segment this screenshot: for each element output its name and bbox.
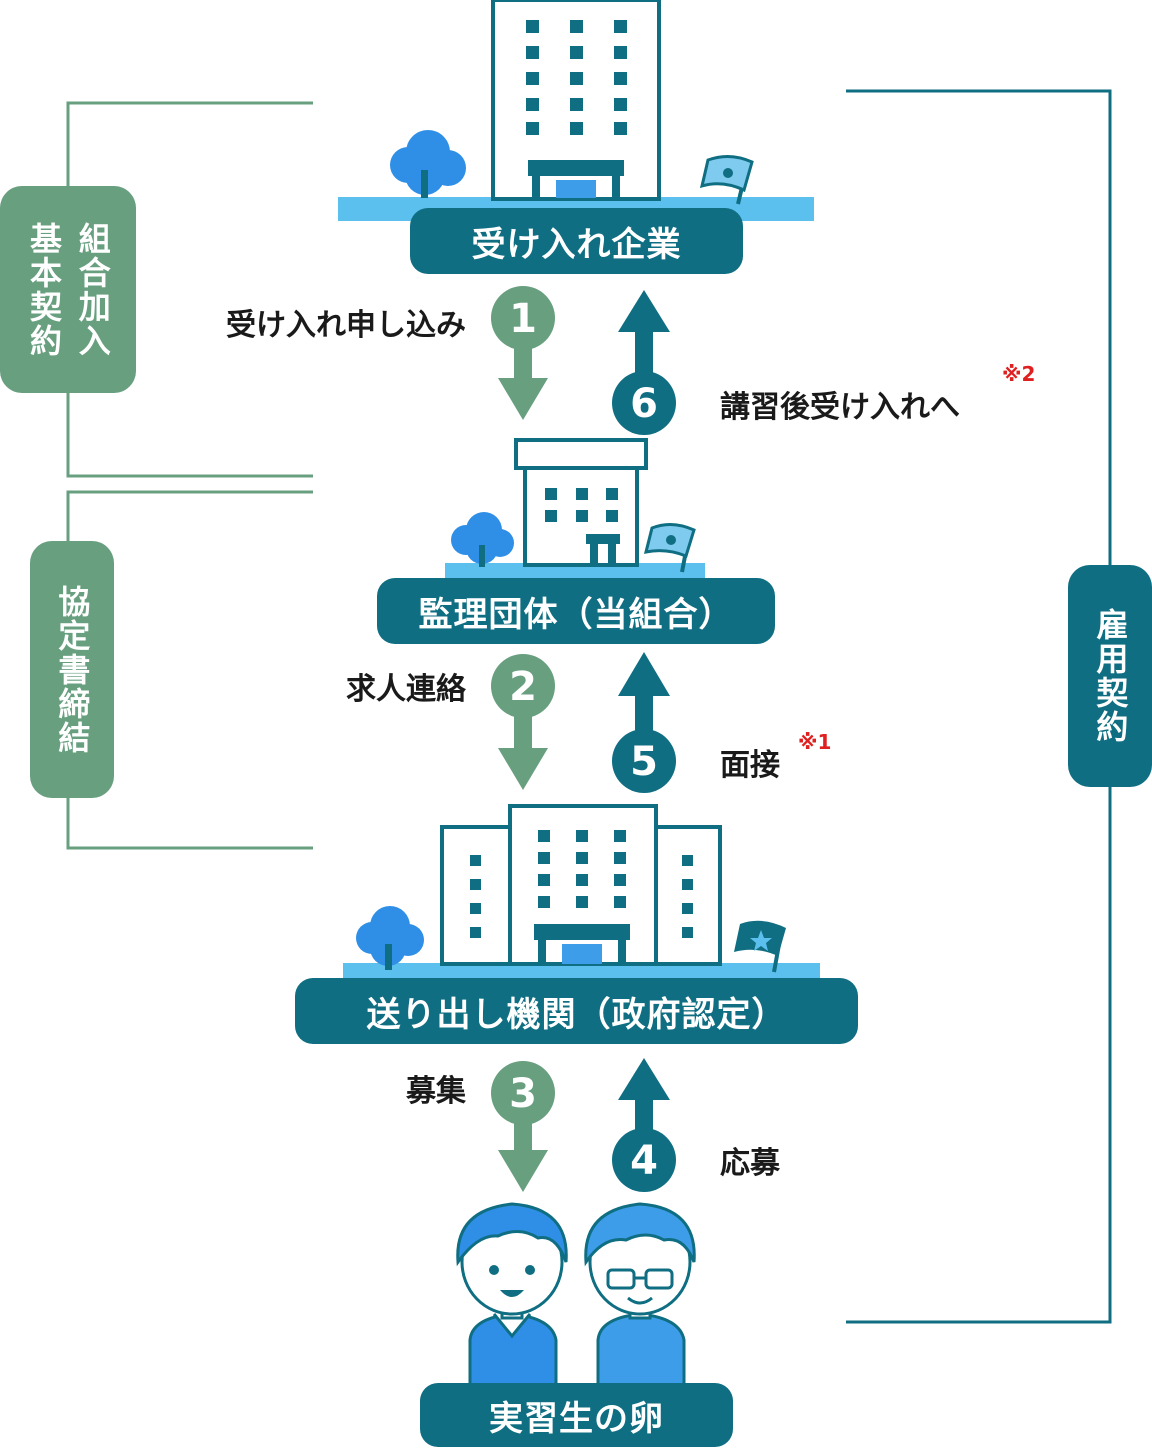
step-1-label: 受け入れ申し込み bbox=[226, 308, 466, 343]
step-4-label: 応募 bbox=[720, 1146, 780, 1181]
company-node: 受け入れ企業 bbox=[410, 208, 743, 274]
tree-icon bbox=[356, 906, 424, 970]
employment-label-text: 雇用契約 bbox=[1091, 608, 1130, 744]
arrow-down-icon bbox=[498, 708, 548, 790]
step-2-label: 求人連絡 bbox=[346, 672, 466, 707]
step-5-label: 面接 bbox=[720, 748, 780, 783]
union-label: 監理団体（当組合） bbox=[418, 594, 734, 635]
step-5-note: ※1 bbox=[798, 730, 832, 754]
arrow-down-icon bbox=[498, 340, 548, 420]
tree-icon bbox=[390, 130, 466, 198]
agreement-label: 協定書締結 bbox=[30, 541, 114, 798]
company-label: 受け入れ企業 bbox=[471, 224, 682, 265]
step-6-label: 講習後受け入れへ bbox=[720, 390, 960, 425]
arrow-up-icon bbox=[618, 652, 670, 736]
step-6-note: ※2 bbox=[1002, 362, 1036, 386]
star-flag-icon bbox=[734, 920, 786, 973]
union-join-label-line1: 組合加入 bbox=[73, 221, 112, 358]
agency-node: 送り出し機関（政府認定） bbox=[295, 978, 858, 1044]
agreement-label-text: 協定書締結 bbox=[53, 584, 92, 755]
union-building-icon bbox=[445, 438, 705, 585]
agency-building-icon bbox=[343, 804, 820, 985]
union-join-label-line2: 基本契約 bbox=[25, 221, 63, 358]
flag-icon bbox=[699, 155, 754, 205]
flag-icon bbox=[643, 523, 696, 573]
agency-label: 送り出し機関（政府認定） bbox=[366, 994, 787, 1035]
trainee-person-icon bbox=[456, 1202, 568, 1387]
arrow-up-icon bbox=[618, 290, 670, 374]
trainees-node: 実習生の卵 bbox=[420, 1383, 733, 1447]
arrow-down-icon bbox=[498, 1118, 548, 1192]
arrow-up-icon bbox=[618, 1058, 670, 1130]
trainees-label: 実習生の卵 bbox=[489, 1398, 664, 1439]
union-join-label: 組合加入 基本契約 bbox=[0, 186, 136, 393]
employment-label: 雇用契約 bbox=[1068, 565, 1152, 787]
trainee-person-icon bbox=[584, 1202, 696, 1387]
union-node: 監理団体（当組合） bbox=[377, 578, 775, 644]
tree-icon bbox=[451, 512, 514, 567]
step-3-label: 募集 bbox=[406, 1074, 466, 1109]
